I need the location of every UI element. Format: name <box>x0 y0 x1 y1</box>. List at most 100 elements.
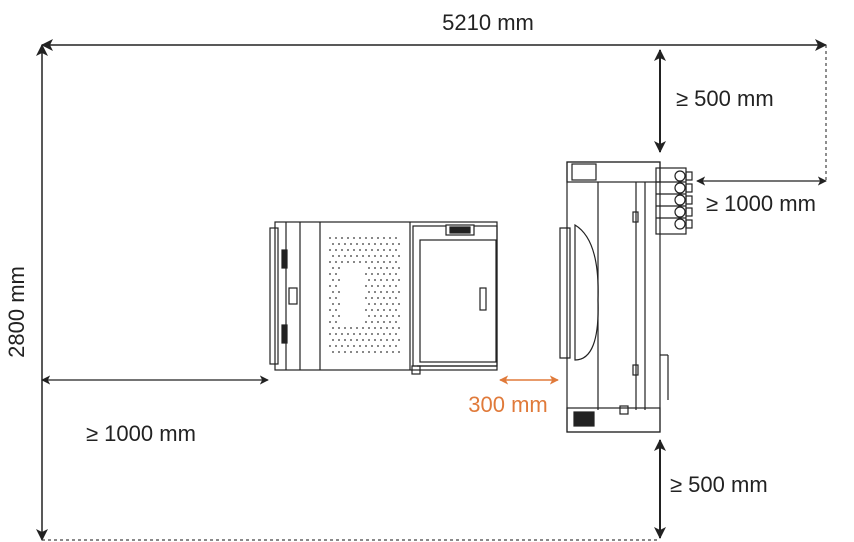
vent-hole <box>359 261 361 263</box>
vent-hole <box>365 285 367 287</box>
vent-hole <box>383 321 385 323</box>
vent-hole <box>386 351 388 353</box>
vent-hole <box>365 273 367 275</box>
left-clearance-dimension: ≥ 1000 mm <box>41 375 269 446</box>
vent-hole <box>332 327 334 329</box>
vent-hole <box>362 243 364 245</box>
vent-hole <box>347 345 349 347</box>
vent-hole <box>374 339 376 341</box>
vent-hole <box>332 243 334 245</box>
vent-hole <box>344 327 346 329</box>
top-clearance-dimension: ≥ 500 mm <box>654 49 774 153</box>
left-clearance-label: ≥ 1000 mm <box>86 421 196 446</box>
vent-hole <box>329 273 331 275</box>
vent-hole <box>374 303 376 305</box>
vent-hole <box>395 309 397 311</box>
vent-hole <box>329 285 331 287</box>
vent-hole <box>374 351 376 353</box>
vent-hole <box>365 333 367 335</box>
vent-hole <box>332 303 334 305</box>
inverter-cabinet-icon <box>559 161 693 433</box>
vent-hole <box>329 237 331 239</box>
vent-hole <box>347 237 349 239</box>
vent-hole <box>380 243 382 245</box>
vent-hole <box>380 303 382 305</box>
vent-hole <box>353 345 355 347</box>
vent-hole <box>365 297 367 299</box>
vent-hole <box>386 303 388 305</box>
vent-hole <box>371 237 373 239</box>
vent-hole <box>362 351 364 353</box>
vent-hole <box>389 285 391 287</box>
vent-hole <box>329 333 331 335</box>
vent-hole <box>356 351 358 353</box>
vent-hole <box>338 315 340 317</box>
vent-hole <box>383 237 385 239</box>
vent-hole <box>335 345 337 347</box>
vent-hole <box>380 255 382 257</box>
vent-hole <box>329 297 331 299</box>
vent-hole <box>356 255 358 257</box>
vent-hole <box>386 291 388 293</box>
vent-hole <box>341 261 343 263</box>
total-height-dimension: 2800 mm <box>4 44 48 541</box>
vent-hole <box>365 321 367 323</box>
vent-hole <box>332 267 334 269</box>
vent-hole <box>338 267 340 269</box>
vent-hole <box>371 309 373 311</box>
vent-hole <box>335 321 337 323</box>
vent-hole <box>335 285 337 287</box>
vent-hole <box>365 249 367 251</box>
vent-hole <box>374 291 376 293</box>
vent-hole <box>389 237 391 239</box>
vent-hole <box>395 273 397 275</box>
vent-hole <box>395 237 397 239</box>
vent-hole <box>389 345 391 347</box>
vent-hole <box>392 339 394 341</box>
vent-hole <box>380 291 382 293</box>
vent-hole <box>353 333 355 335</box>
vent-hole <box>386 339 388 341</box>
vent-hole <box>335 273 337 275</box>
vent-hole <box>386 279 388 281</box>
vent-hole <box>368 339 370 341</box>
vent-hole <box>383 345 385 347</box>
vent-hole <box>377 237 379 239</box>
battery-cabinet-icon <box>269 221 498 375</box>
vent-hole <box>368 351 370 353</box>
vent-hole <box>368 327 370 329</box>
vent-hole <box>344 339 346 341</box>
vent-hole <box>377 333 379 335</box>
vent-hole <box>380 315 382 317</box>
vent-hole <box>380 327 382 329</box>
vent-hole <box>353 249 355 251</box>
vent-hole <box>383 297 385 299</box>
vent-hole <box>377 249 379 251</box>
vent-hole <box>395 261 397 263</box>
vent-hole <box>338 351 340 353</box>
vent-hole <box>398 291 400 293</box>
vent-hole <box>392 303 394 305</box>
vent-hole <box>392 279 394 281</box>
vent-hole <box>371 321 373 323</box>
right-clearance-label: ≥ 1000 mm <box>706 191 816 216</box>
vent-hole <box>383 333 385 335</box>
vent-hole <box>392 327 394 329</box>
vent-hole <box>371 285 373 287</box>
vent-hole <box>341 249 343 251</box>
vent-hole <box>398 279 400 281</box>
vent-hole <box>347 261 349 263</box>
vent-hole <box>368 243 370 245</box>
vent-hole <box>377 297 379 299</box>
vent-hole <box>395 333 397 335</box>
vent-hole <box>353 261 355 263</box>
vent-hole <box>350 351 352 353</box>
vent-hole <box>392 255 394 257</box>
vent-hole <box>335 261 337 263</box>
vent-hole <box>359 333 361 335</box>
vent-hole <box>347 249 349 251</box>
vent-hole <box>374 243 376 245</box>
vent-hole <box>395 297 397 299</box>
vent-hole <box>335 297 337 299</box>
